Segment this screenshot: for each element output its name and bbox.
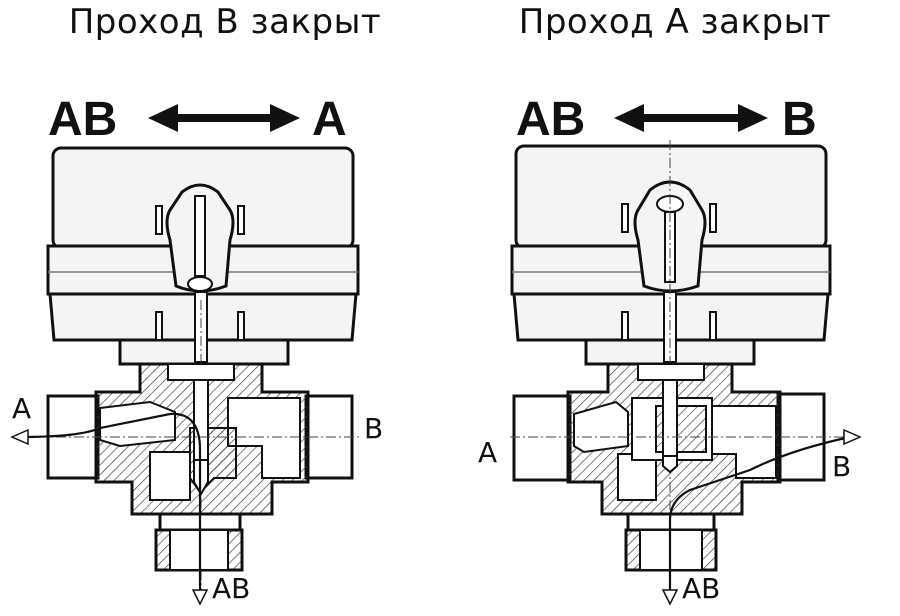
direction-label-from: AB [48, 93, 118, 146]
panel-passage-b-closed: Проход В закрыт AB A A B AB [10, 2, 384, 606]
manual-lever[interactable] [165, 183, 235, 293]
direction-label-to: A [312, 93, 347, 146]
port-label-right: B [832, 450, 852, 483]
valve-diagram [510, 104, 862, 606]
port-label-left: A [478, 436, 498, 469]
valve-body [512, 362, 826, 572]
flow-arrow-right-icon [843, 428, 862, 446]
panel-title: Проход А закрыт [518, 2, 832, 42]
port-label-right: B [364, 412, 384, 445]
flow-arrow-down-icon [191, 589, 209, 606]
flow-arrow-down-icon [661, 589, 679, 606]
port-label-left: A [12, 392, 32, 425]
double-arrow-icon [614, 104, 768, 132]
direction-label-to: B [782, 93, 817, 146]
port-label-bottom: AB [682, 572, 721, 605]
double-arrow-icon [148, 104, 300, 132]
panel-passage-a-closed: Проход А закрыт AB B A B AB [450, 0, 900, 616]
flow-arrow-left-icon [10, 428, 29, 446]
valve-diagram [10, 104, 360, 606]
panel-title: Проход В закрыт [68, 2, 382, 42]
flow-path-line [668, 435, 851, 596]
flow-path-line [19, 412, 202, 596]
port-label-bottom: AB [212, 572, 251, 605]
direction-label-from: AB [516, 93, 586, 146]
